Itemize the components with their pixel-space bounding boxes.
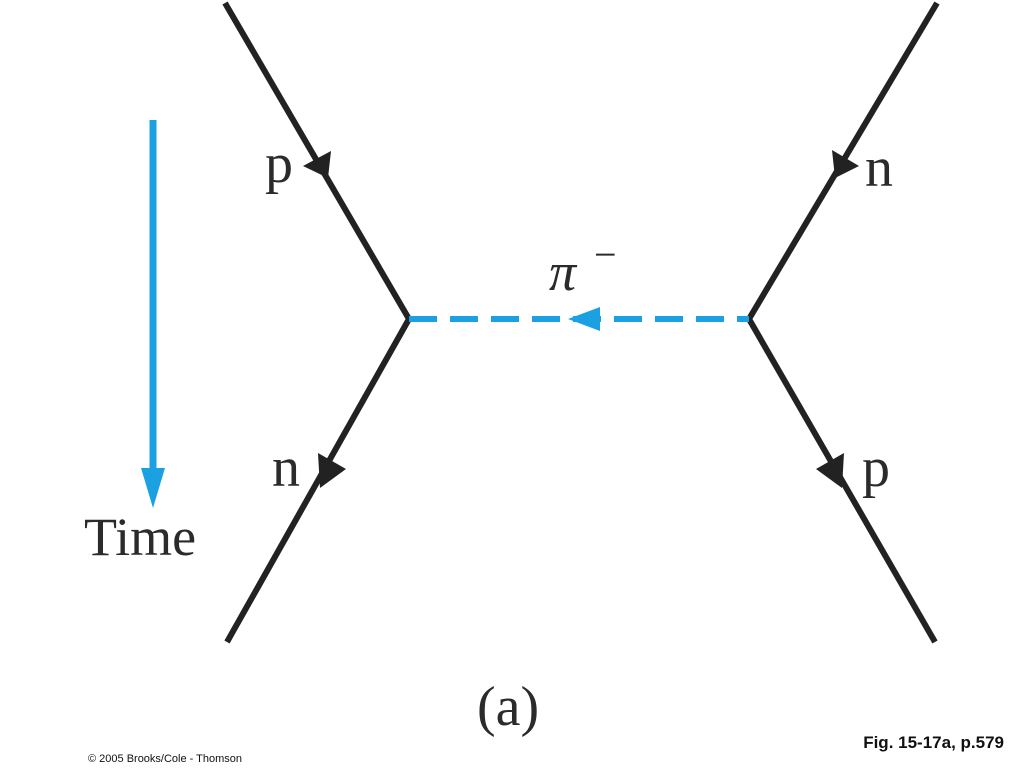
label-time: Time	[84, 507, 196, 567]
label-left-outgoing: n	[272, 437, 300, 499]
pion-arrow-icon	[568, 307, 600, 331]
figure-reference: Fig. 15-17a, p.579	[863, 733, 1004, 752]
right-outgoing-arrow-icon	[816, 453, 844, 488]
copyright-notice: © 2005 Brooks/Cole - Thomson	[88, 753, 243, 765]
time-arrow	[141, 120, 165, 508]
right-incoming-arrow-icon	[832, 150, 859, 178]
label-pion-symbol: π	[549, 242, 578, 302]
label-pion-charge: −	[594, 232, 617, 277]
left-incoming-arrow-icon	[303, 151, 331, 178]
label-pion: π	[549, 242, 578, 302]
left-outgoing-neutron-line	[224, 317, 412, 644]
label-left-incoming: p	[265, 133, 293, 195]
panel-label: (a)	[477, 676, 539, 738]
label-right-incoming: n	[865, 137, 893, 199]
time-arrow-head	[141, 468, 165, 508]
left-outgoing-arrow-icon	[318, 453, 346, 488]
label-right-outgoing: p	[862, 437, 890, 499]
